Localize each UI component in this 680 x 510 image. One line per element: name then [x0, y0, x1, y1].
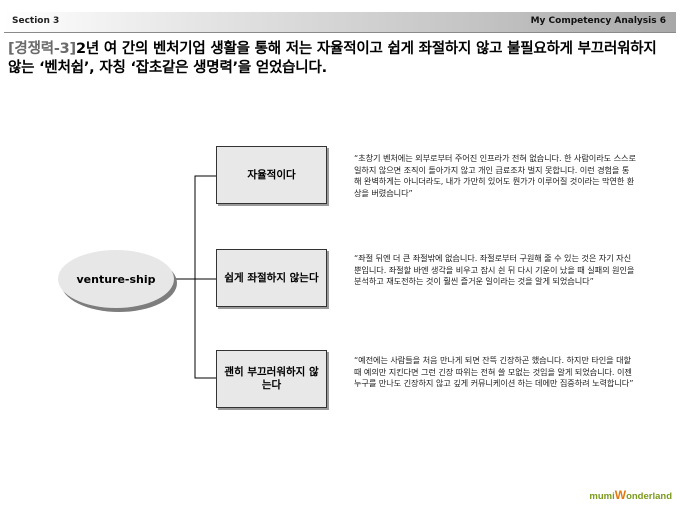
trait-box-2: 쉽게 좌절하지 않는다 — [216, 249, 327, 307]
headline: [경쟁력-3]2년 여 간의 벤처기업 생활을 통해 저는 자율적이고 쉽게 좌… — [8, 40, 674, 78]
connector-line-3 — [194, 279, 216, 379]
connector-line-1 — [174, 175, 216, 280]
logo-suffix: onderland — [626, 491, 672, 502]
page-heading: My Competency Analysis 6 — [531, 16, 666, 26]
trait-quote-3: “예전에는 사람들을 처음 만나게 되면 잔뜩 긴장하곤 했습니다. 하지만 타… — [354, 355, 634, 388]
section-label: Section 3 — [12, 16, 60, 26]
trait-label-2: 쉽게 좌절하지 않는다 — [224, 271, 319, 284]
trait-quote-1: “초창기 벤처에는 외부로부터 주어진 인프라가 전혀 없습니다. 한 사람이라… — [354, 153, 636, 198]
brand-logo: mumiWonderland — [589, 488, 672, 502]
analysis-title: My Competency Analysis — [530, 16, 657, 26]
page-number: 6 — [659, 16, 666, 26]
logo-w: W — [614, 488, 627, 502]
trait-box-1: 자율적이다 — [216, 146, 327, 204]
trait-label-3: 괜히 부끄러워하지 않는다 — [224, 366, 319, 391]
trait-box-3: 괜히 부끄러워하지 않는다 — [216, 350, 327, 408]
headline-text: 2년 여 간의 벤처기업 생활을 통해 저는 자율적이고 쉽게 좌절하지 않고 … — [8, 41, 657, 76]
headline-tag: [경쟁력-3] — [8, 41, 76, 57]
center-node: venture-ship — [58, 250, 174, 308]
header-bar: Section 3 My Competency Analysis 6 — [4, 12, 676, 33]
trait-quote-2: “좌절 뒤엔 더 큰 좌절밖에 없습니다. 좌절로부터 구원해 줄 수 있는 것… — [354, 253, 635, 286]
center-label: venture-ship — [76, 272, 156, 286]
trait-label-1: 자율적이다 — [247, 168, 296, 181]
logo-prefix: mumi — [589, 491, 615, 502]
